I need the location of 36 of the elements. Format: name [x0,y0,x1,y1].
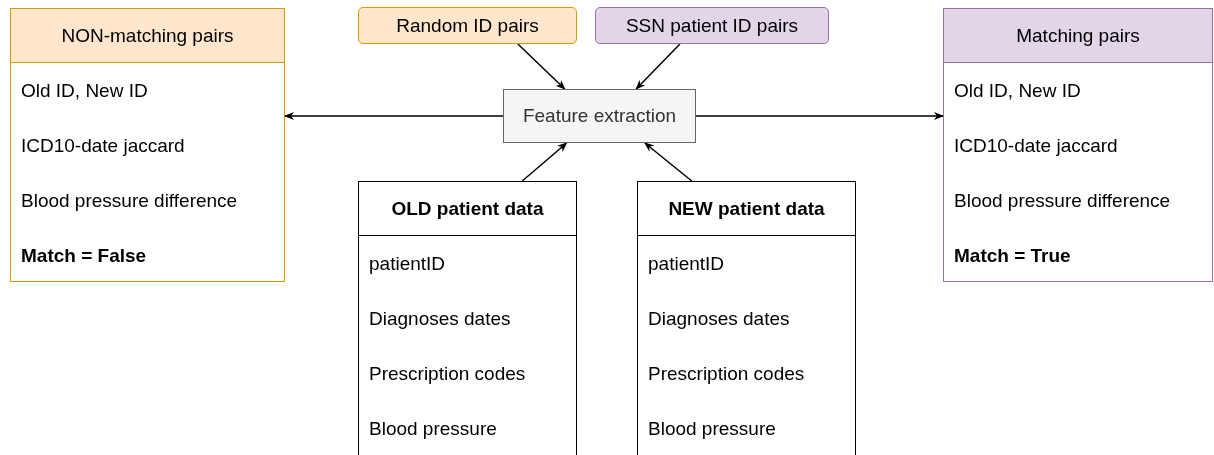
field-text: ICD10-date jaccard [21,134,185,157]
field-text: Prescription codes [648,362,805,385]
arrow [644,142,693,182]
box-label: Random ID pairs [396,14,539,37]
arrow [695,111,944,120]
field-text: Blood pressure difference [21,189,238,212]
table-heading: NEW patient data [668,197,825,220]
box-label: Feature extraction [522,105,677,127]
field-text: Diagnoses dates [648,307,790,330]
arrow [284,111,504,120]
table-heading: OLD patient data [391,197,544,220]
arrow [521,142,568,182]
arrow [517,43,566,90]
field-text: Blood pressure [648,417,776,440]
table-heading: NON-matching pairs [61,24,234,47]
field-text: Old ID, New ID [21,79,148,102]
field-text: Match = False [21,244,147,267]
field-text: Diagnoses dates [369,307,511,330]
input-box [358,7,577,44]
input-box [595,7,829,44]
field-text: Blood pressure [369,417,497,440]
field-text: patientID [369,252,446,275]
field-text: Blood pressure difference [954,189,1171,212]
field-text: Match = True [954,244,1071,267]
box-label: SSN patient ID pairs [625,14,799,37]
table-box [637,181,856,455]
table-box [10,8,285,282]
field-text: Prescription codes [369,362,526,385]
field-text: Old ID, New ID [954,79,1081,102]
field-text: ICD10-date jaccard [954,134,1118,157]
table-box [358,181,577,455]
arrow [635,43,681,90]
field-text: patientID [648,252,725,275]
table-box [943,8,1213,282]
process-box [503,89,696,143]
table-heading: Matching pairs [1016,24,1140,47]
